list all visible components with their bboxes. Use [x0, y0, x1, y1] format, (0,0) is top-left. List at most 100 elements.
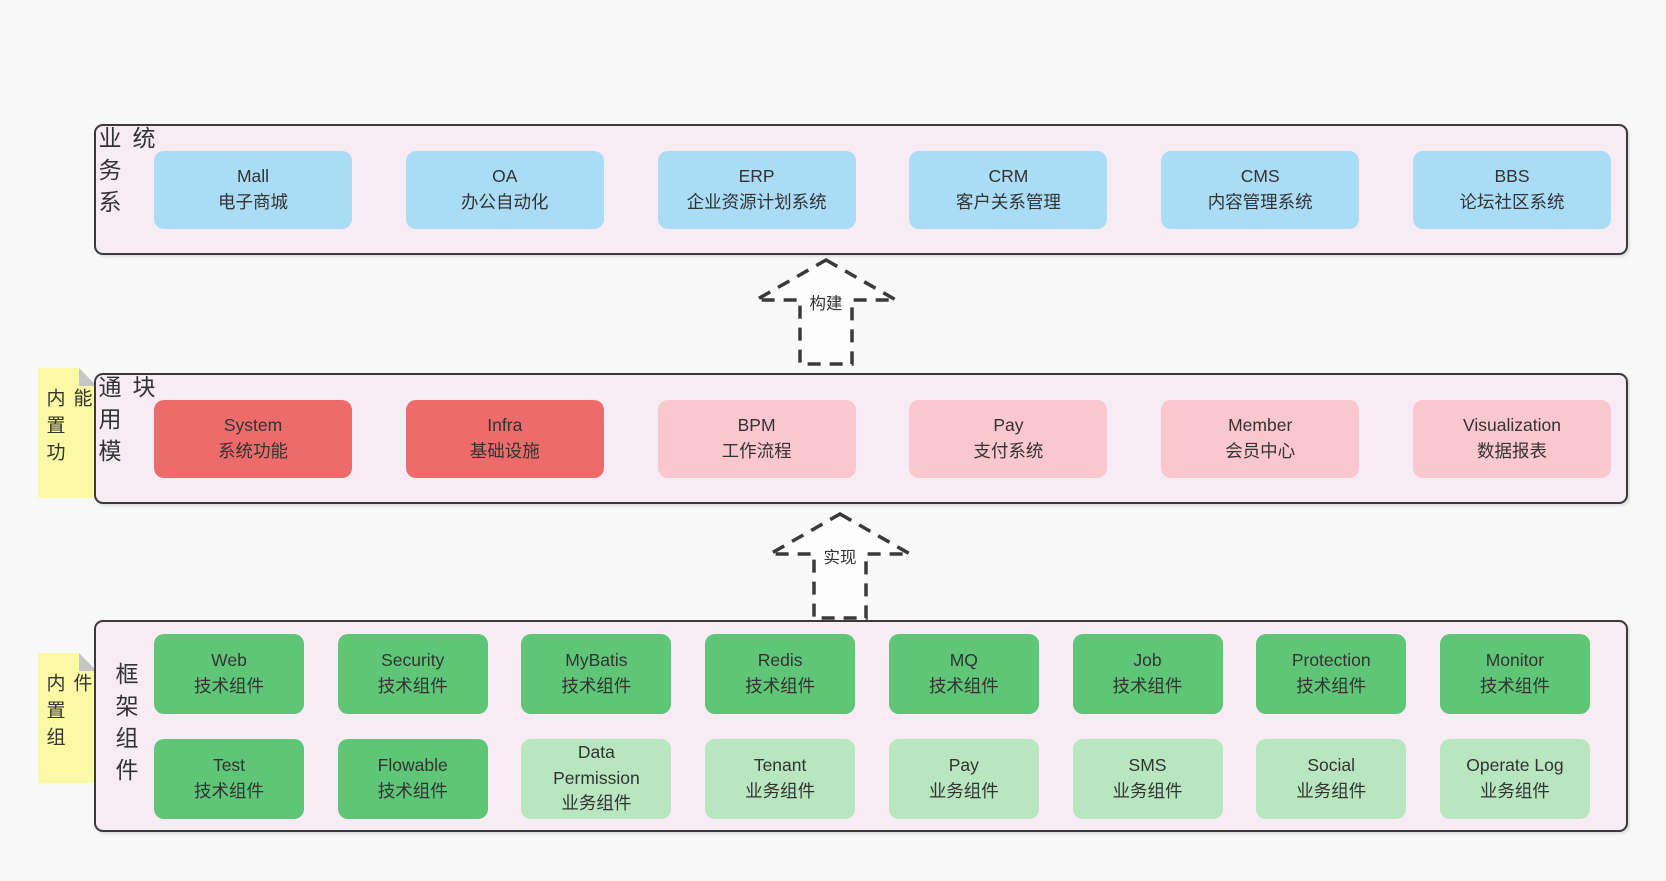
- diagram-node: Pay 业务组件: [888, 738, 1039, 819]
- diagram-node: Infra 基础设施: [405, 399, 604, 478]
- node-title: BBS: [1494, 166, 1530, 187]
- node-title: ERP: [738, 166, 775, 187]
- node-subtitle: 技术组件: [561, 675, 632, 696]
- node-title: MQ: [949, 650, 978, 671]
- node-title: Visualization: [1463, 415, 1561, 436]
- node-subtitle: 客户关系管理: [955, 191, 1061, 212]
- band-common-modules: 通用模块 System 系统功能 Infra 基础设施 BPM 工作流程: [94, 373, 1628, 504]
- diagram-node: MyBatis 技术组件: [521, 633, 672, 714]
- node-title: SMS: [1128, 755, 1167, 776]
- node-title: Social: [1307, 755, 1356, 776]
- node-subtitle: 电子商城: [218, 191, 288, 212]
- sticky-note-builtin-components: 内置组件: [38, 653, 97, 783]
- node-subtitle: 技术组件: [194, 675, 264, 696]
- node-subtitle: 系统功能: [218, 440, 288, 461]
- diagram-node: System 系统功能: [154, 399, 352, 478]
- diagram-node: Social 业务组件: [1256, 738, 1407, 819]
- build-arrow-label: 构建: [806, 289, 846, 315]
- node-title: Job: [1133, 650, 1162, 671]
- diagram-node: Flowable 技术组件: [337, 738, 488, 819]
- node-title: CRM: [988, 166, 1029, 187]
- build-arrow-icon: 构建: [751, 256, 901, 368]
- diagram-node: BPM 工作流程: [657, 399, 856, 478]
- diagram-node: Security 技术组件: [337, 633, 488, 714]
- node-title: Security: [381, 650, 445, 671]
- diagram-node: Monitor 技术组件: [1439, 633, 1590, 714]
- sticky-note-label: 内置功能: [43, 388, 92, 469]
- business-systems-boxes: Mall 电子商城 OA 办公自动化 ERP 企业资源计划系统 CRM 客户关系…: [154, 126, 1626, 253]
- node-title: Tenant: [753, 755, 807, 776]
- band-label-framework-components: 框架组件: [112, 662, 138, 790]
- diagram-node: CRM 客户关系管理: [909, 150, 1108, 229]
- implement-arrow-label: 实现: [820, 543, 860, 569]
- node-subtitle: 技术组件: [377, 780, 448, 801]
- framework-components-boxes: Web 技术组件 Security 技术组件 MyBatis 技术组件 Redi…: [154, 622, 1626, 830]
- common-modules-boxes: System 系统功能 Infra 基础设施 BPM 工作流程 Pay 支付系统: [154, 375, 1626, 502]
- diagram-node: Tenant 业务组件: [705, 738, 856, 819]
- band-label-common-modules: 通用模块: [95, 375, 155, 471]
- diagram-node: BBS 论坛社区系统: [1412, 150, 1611, 229]
- node-title: Member: [1228, 415, 1293, 436]
- band-label-business-systems: 业务系统: [95, 126, 155, 222]
- node-subtitle: 技术组件: [194, 780, 264, 801]
- node-title: Infra: [487, 415, 523, 436]
- diagram-node: Job 技术组件: [1072, 633, 1223, 714]
- node-subtitle: 基础设施: [469, 440, 540, 461]
- node-title: Mall: [236, 166, 270, 187]
- node-subtitle: 技术组件: [1296, 675, 1367, 696]
- node-subtitle: 技术组件: [928, 675, 999, 696]
- node-subtitle: 业务组件: [745, 780, 816, 801]
- diagram-node: Pay 支付系统: [909, 399, 1108, 478]
- node-subtitle: 企业资源计划系统: [686, 191, 827, 212]
- node-subtitle: 业务组件: [561, 793, 632, 814]
- node-title: Test: [212, 755, 246, 776]
- node-subtitle: 业务组件: [1296, 780, 1367, 801]
- node-title: CMS: [1240, 166, 1280, 187]
- node-subtitle: 论坛社区系统: [1459, 191, 1565, 212]
- node-subtitle: 技术组件: [1112, 675, 1183, 696]
- node-title: MyBatis: [565, 650, 628, 671]
- node-subtitle: 业务组件: [928, 780, 999, 801]
- node-subtitle: 业务组件: [1479, 780, 1550, 801]
- node-subtitle: 技术组件: [1479, 675, 1550, 696]
- node-subtitle: 会员中心: [1225, 440, 1296, 461]
- node-subtitle: 工作流程: [721, 440, 792, 461]
- node-title: Data Permission: [553, 742, 640, 788]
- node-subtitle: 数据报表: [1476, 440, 1547, 461]
- band-business-systems: 业务系统 Mall 电子商城 OA 办公自动化 ERP 企业资源计划系统: [94, 124, 1628, 255]
- node-subtitle: 技术组件: [745, 675, 816, 696]
- node-subtitle: 技术组件: [377, 675, 448, 696]
- node-title: Flowable: [377, 755, 448, 776]
- node-title: Monitor: [1485, 650, 1545, 671]
- node-title: Operate Log: [1466, 755, 1564, 776]
- diagram-node: Visualization 数据报表: [1412, 399, 1611, 478]
- node-subtitle: 办公自动化: [461, 191, 549, 212]
- node-title: BPM: [737, 415, 776, 436]
- node-title: Web: [211, 650, 247, 671]
- diagram-node: SMS 业务组件: [1072, 738, 1223, 819]
- node-subtitle: 支付系统: [973, 440, 1044, 461]
- diagram-node: Mall 电子商城: [154, 150, 352, 229]
- node-title: OA: [492, 166, 518, 187]
- diagram-node: Operate Log 业务组件: [1439, 738, 1590, 819]
- node-title: Pay: [993, 415, 1024, 436]
- node-title: Protection: [1291, 650, 1371, 671]
- node-subtitle: 业务组件: [1112, 780, 1183, 801]
- sticky-note-builtin-features: 内置功能: [38, 368, 97, 498]
- diagram-node: Protection 技术组件: [1256, 633, 1407, 714]
- diagram-node: ERP 企业资源计划系统: [657, 150, 856, 229]
- diagram-node: OA 办公自动化: [405, 150, 604, 229]
- diagram-node: Member 会员中心: [1161, 399, 1360, 478]
- diagram-node: Test 技术组件: [154, 738, 304, 819]
- node-title: System: [223, 415, 283, 436]
- diagram-node: MQ 技术组件: [888, 633, 1039, 714]
- diagram-node: Redis 技术组件: [705, 633, 856, 714]
- diagram-node: Data Permission 业务组件: [521, 738, 672, 819]
- band-framework-components: 框架组件 Web 技术组件 Security 技术组件 MyBatis 技术组件: [94, 620, 1628, 832]
- node-subtitle: 内容管理系统: [1207, 191, 1313, 212]
- diagram-node: CMS 内容管理系统: [1161, 150, 1360, 229]
- implement-arrow-icon: 实现: [765, 510, 915, 622]
- sticky-note-label: 内置组件: [43, 673, 92, 754]
- diagram-node: Web 技术组件: [154, 633, 304, 714]
